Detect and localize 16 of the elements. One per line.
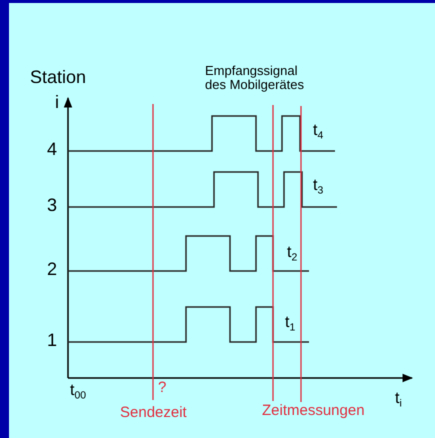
time-label: t$_{3}$: [313, 177, 324, 198]
time-label: t$_{1}$: [285, 314, 296, 334]
axis-label: t$_{i}$: [395, 390, 402, 410]
station-number: 2: [47, 260, 58, 280]
question-mark: ?: [158, 380, 166, 396]
annotation-text: Sendezeit: [120, 405, 187, 422]
origin-label: t$_{00}$: [70, 382, 86, 402]
signal-label: Empfangssignal des Mobilgerätes: [205, 64, 305, 93]
time-label: t$_{2}$: [287, 244, 298, 264]
station-number: 4: [47, 140, 58, 160]
axis-title: Station: [30, 68, 86, 88]
annotation-text: Zeitmessungen: [262, 403, 365, 420]
station-number: 3: [47, 196, 58, 216]
axis-label: i: [55, 93, 59, 113]
station-number: 1: [47, 331, 58, 351]
time-label: t$_{4}$: [313, 122, 324, 142]
